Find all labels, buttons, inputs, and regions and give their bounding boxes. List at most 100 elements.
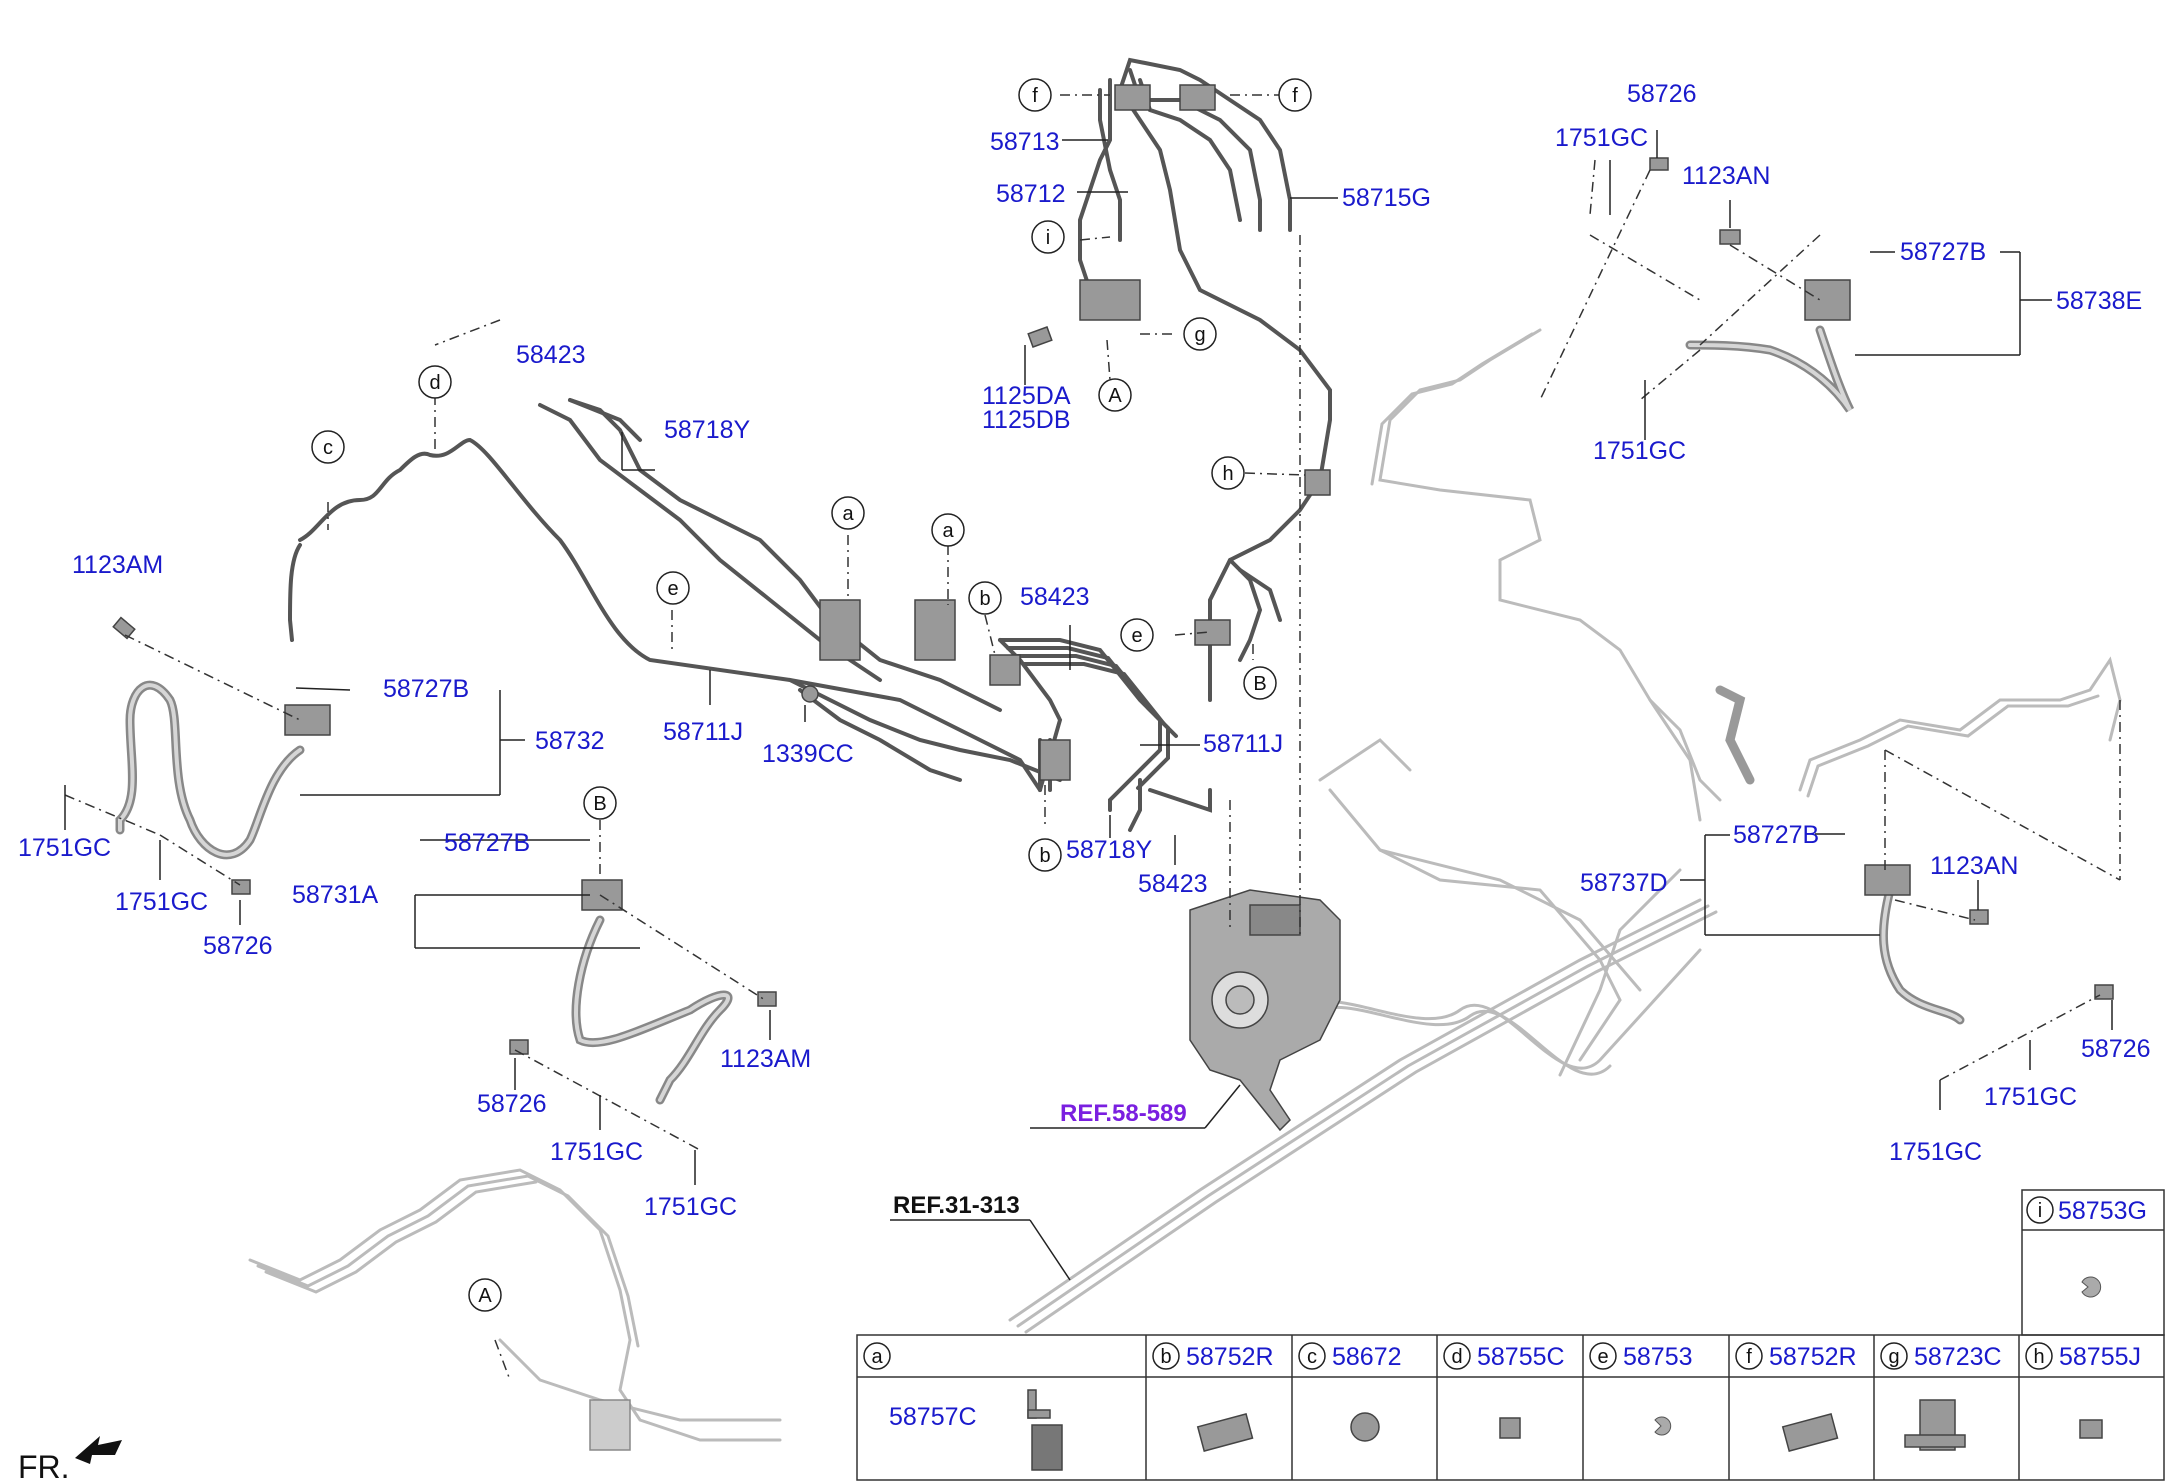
legend-circle-d <box>1443 1342 1471 1370</box>
label-58727b-center: 58727B <box>444 829 530 857</box>
callout-i: i <box>1046 227 1050 249</box>
background-brake-tubes <box>248 328 2122 1451</box>
label-58726-top-right: 58726 <box>1627 80 1697 108</box>
callout-a-right: a <box>942 520 954 542</box>
legend-sub-part-a: 58757C <box>889 1403 977 1431</box>
label-58727b-left: 58727B <box>383 675 469 703</box>
legend-part-c: 58672 <box>1332 1343 1402 1371</box>
label-58715g: 58715G <box>1342 184 1431 212</box>
legend-letter-h: h <box>2033 1346 2044 1368</box>
label-58423-bottom: 58423 <box>1138 870 1208 898</box>
callout-h: h <box>1222 463 1233 485</box>
dashed-guide-lines <box>64 94 2121 1381</box>
abs-module <box>1189 889 1341 1132</box>
legend-circle-a <box>863 1342 891 1370</box>
label-58731a: 58731A <box>292 881 379 909</box>
callout-c: c <box>323 437 333 459</box>
legend-part-i: 58753G <box>2058 1197 2147 1225</box>
callout-f-right: f <box>1292 85 1298 107</box>
part-number-labels: 58713 58712 58715G 1125DA 1125DB 58423 5… <box>18 80 2151 1221</box>
legend-part-f: 58752R <box>1769 1343 1857 1371</box>
callout-circles: f f i g A h e B c d e a a b b B A <box>311 78 1312 1312</box>
label-1339cc: 1339CC <box>762 740 854 768</box>
callout-e-right: e <box>1131 625 1142 647</box>
callout-A-top: A <box>1108 385 1122 407</box>
legend-icon-58753 <box>1654 1416 1672 1436</box>
label-58726-bottom-right: 58726 <box>2081 1035 2151 1063</box>
label-58737d: 58737D <box>1580 869 1668 897</box>
legend-icon-58723c <box>1904 1399 1966 1451</box>
legend-icon-58755c <box>1499 1417 1521 1439</box>
ref-58-589[interactable]: REF.58-589 <box>1060 1100 1187 1127</box>
legend-icon-58672 <box>1350 1412 1380 1442</box>
flexible-hoses <box>115 325 1965 1105</box>
legend-part-h: 58755J <box>2059 1343 2141 1371</box>
legend-letter-e: e <box>1597 1346 1608 1368</box>
main-brake-tubes <box>287 57 1332 832</box>
legend-circle-f <box>1735 1342 1763 1370</box>
label-1751gc-bottom-right-2: 1751GC <box>1889 1138 1982 1166</box>
legend-circle-h <box>2025 1342 2053 1370</box>
callout-B-left: B <box>593 793 606 815</box>
label-58718y-top: 58718Y <box>664 416 751 444</box>
callout-B-right: B <box>1253 673 1266 695</box>
legend-letter-c: c <box>1307 1346 1317 1368</box>
legend-circle-g <box>1880 1342 1908 1370</box>
legend-part-e: 58753 <box>1623 1343 1693 1371</box>
label-58727b-bottom-right: 58727B <box>1733 821 1819 849</box>
label-58726-left: 58726 <box>203 932 273 960</box>
label-1751gc-left-2: 1751GC <box>115 888 208 916</box>
bolt-icons <box>112 157 2114 1055</box>
callout-A-bottom: A <box>478 1285 492 1307</box>
label-58726-center: 58726 <box>477 1090 547 1118</box>
label-58738e: 58738E <box>2056 287 2142 315</box>
callout-e-left: e <box>667 578 678 600</box>
label-58712: 58712 <box>996 180 1066 208</box>
legend-icon-58752r-b <box>1196 1413 1254 1452</box>
label-58713: 58713 <box>990 128 1060 156</box>
callout-f-left: f <box>1032 85 1038 107</box>
legend-part-b: 58752R <box>1186 1343 1274 1371</box>
label-58711j-right: 58711J <box>1203 730 1283 758</box>
label-1125da: 1125DA <box>982 382 1071 410</box>
label-58732: 58732 <box>535 727 605 755</box>
legend-letter-d: d <box>1451 1346 1462 1368</box>
legend-letter-g: g <box>1888 1346 1899 1368</box>
legend-letter-i: i <box>2038 1200 2042 1222</box>
ref-31-313[interactable]: REF.31-313 <box>893 1192 1020 1219</box>
leader-lines <box>64 130 2113 1281</box>
label-1123an-bottom-right: 1123AN <box>1930 852 2019 880</box>
legend-icon-58753g <box>2081 1276 2102 1298</box>
legend-circle-b <box>1152 1342 1180 1370</box>
label-58423-mid: 58423 <box>1020 583 1090 611</box>
label-58423-top: 58423 <box>516 341 586 369</box>
legend-icon-58755j <box>2079 1419 2103 1439</box>
label-1125db: 1125DB <box>982 406 1071 434</box>
label-1123am-center: 1123AM <box>720 1045 811 1073</box>
callout-a-left: a <box>842 503 854 525</box>
callout-g: g <box>1194 324 1205 346</box>
label-1751gc-center-1: 1751GC <box>550 1138 643 1166</box>
legend-icon-58757c <box>1027 1389 1063 1471</box>
callout-b-bottom: b <box>1039 845 1050 867</box>
callout-b-top: b <box>979 588 990 610</box>
label-1751gc-bottom-right-1: 1751GC <box>1984 1083 2077 1111</box>
label-58711j-left: 58711J <box>663 718 743 746</box>
label-1123am-left: 1123AM <box>72 551 163 579</box>
legend-icon-58752r-f <box>1781 1413 1839 1452</box>
label-1751gc-top-right-2: 1751GC <box>1593 437 1686 465</box>
label-58718y-bottom: 58718Y <box>1066 836 1153 864</box>
legend-letter-f: f <box>1746 1346 1752 1368</box>
brackets <box>284 84 1911 911</box>
label-58727b-top-right: 58727B <box>1900 238 1986 266</box>
legend-part-g: 58723C <box>1914 1343 2002 1371</box>
legend-circle-c <box>1298 1342 1326 1370</box>
legend-letter-a: a <box>871 1346 883 1368</box>
legend-circle-e <box>1589 1342 1617 1370</box>
label-1123an-top-right: 1123AN <box>1682 162 1771 190</box>
label-1751gc-left-1: 1751GC <box>18 834 111 862</box>
label-1751gc-center-2: 1751GC <box>644 1193 737 1221</box>
front-label: FR. <box>18 1449 70 1484</box>
